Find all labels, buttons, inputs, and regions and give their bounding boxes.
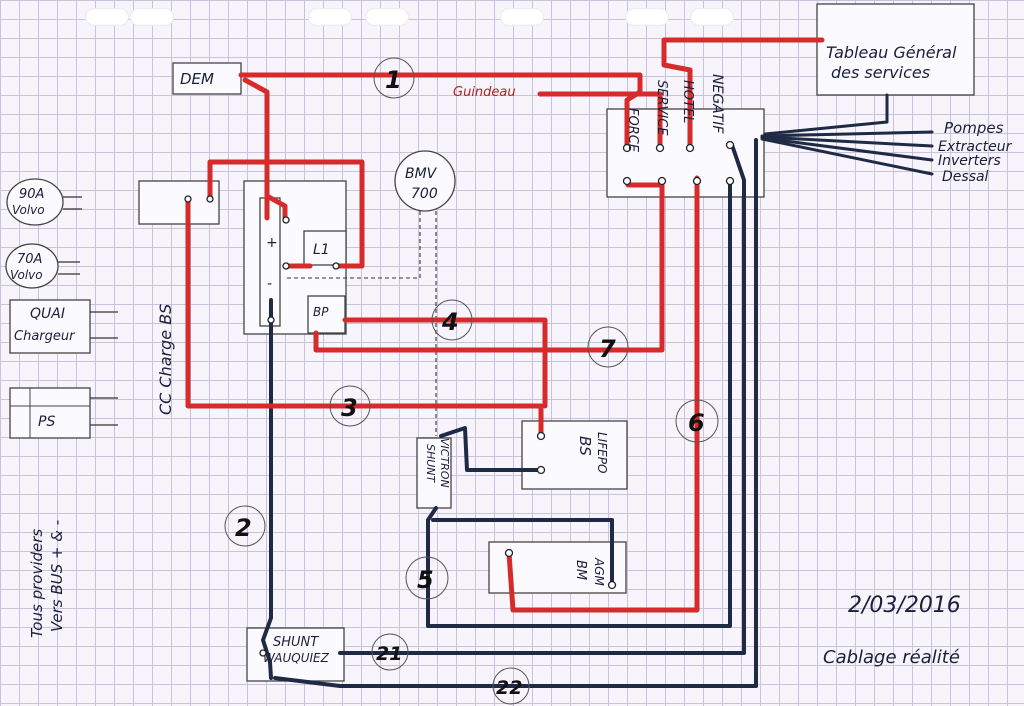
- ps-label: PS: [38, 414, 55, 430]
- binder-hole: [625, 8, 669, 26]
- cable-22-path: [273, 138, 758, 688]
- cable-2-path: [261, 298, 273, 680]
- bs-lifepo-battery: [521, 420, 628, 490]
- quai-line2: Chargeur: [14, 329, 76, 344]
- caption-label: Cablage réalité: [823, 647, 960, 668]
- date-label: 2/03/2016: [848, 593, 961, 618]
- bp-label: BP: [313, 305, 329, 319]
- alternator-90a: [6, 178, 64, 226]
- cable-number-2: 2: [235, 514, 252, 542]
- load-dessal: Dessal: [942, 169, 989, 185]
- cable-number-22: 22: [496, 677, 522, 699]
- bmv-700-monitor: [394, 150, 456, 212]
- cable-number-21: 21: [376, 643, 402, 665]
- cable-3-path: [185, 195, 544, 439]
- cable-number-markers: 1 2 3 4 5 6 7 21 22: [224, 57, 719, 705]
- l1-label: L1: [313, 242, 330, 258]
- cable-6-path: [506, 175, 700, 613]
- hotel-label: HOTEL: [680, 80, 695, 123]
- shunt-wauquiez-line2: WAUQUIEZ: [263, 651, 330, 665]
- load-extracteur: Extracteur: [938, 139, 1013, 155]
- cc-charge-label: CC Charge BS: [156, 304, 175, 415]
- charger-1-line1: 90A: [19, 187, 44, 202]
- shunt-wauquiez-line1: SHUNT: [273, 635, 319, 650]
- binder-hole: [500, 8, 544, 26]
- dem-bus-path: [242, 77, 270, 221]
- shunt-victron-line1: SHUNT: [424, 444, 437, 484]
- binder-hole: [308, 8, 352, 26]
- distribution-bus-box: [606, 108, 765, 198]
- quai-line1: QUAI: [30, 306, 65, 322]
- cable-1-path: [238, 72, 643, 151]
- cc-charger-box: [138, 180, 220, 225]
- cable-4-path: [342, 317, 548, 409]
- cable-number-4: 4: [441, 308, 459, 336]
- positive-cables: [185, 37, 825, 613]
- bmv-sense-wires: [286, 211, 437, 436]
- cable-5-path: [426, 178, 732, 628]
- cable-number-7: 7: [599, 335, 616, 363]
- bs-line2: LIFEPO: [595, 432, 609, 473]
- cable-number-6: 6: [688, 409, 705, 437]
- bp-box: [307, 295, 346, 334]
- force-label: FORCE: [625, 108, 640, 153]
- alternator-70a: [5, 243, 59, 289]
- bmv-line1: BMV: [405, 166, 438, 182]
- tableau-positive-path: [661, 37, 825, 151]
- ps-box: [9, 387, 91, 439]
- dem-label: DEM: [180, 70, 214, 88]
- l1-box: [303, 230, 347, 266]
- side-note-line1: Tous providers: [28, 529, 46, 638]
- side-note-line2: Vers BUS + & -: [48, 520, 66, 632]
- load-pompes: Pompes: [944, 119, 1004, 137]
- binder-hole: [365, 8, 409, 26]
- bm-line1: BM: [573, 560, 588, 580]
- tableau-general-box: [816, 3, 975, 96]
- cable-shunt-bs-path: [439, 426, 543, 472]
- cable-number-3: 3: [341, 394, 358, 422]
- bm-line2: AGM: [592, 557, 606, 587]
- negative-cables: [261, 93, 934, 688]
- shunt-victron-box: [416, 437, 452, 509]
- tableau-line2: des services: [831, 63, 930, 82]
- terminal-dots: [184, 140, 735, 657]
- dem-box: [172, 62, 242, 95]
- quai-charger-box: [9, 299, 91, 354]
- plus-terminal-label: +: [266, 235, 278, 251]
- charger-2-line1: 70A: [17, 252, 42, 267]
- binder-hole: [130, 8, 174, 26]
- charger-1-line2: Volvo: [12, 203, 45, 217]
- cable-21-path: [338, 143, 746, 655]
- guindeau-label: Guindeau: [453, 85, 516, 100]
- load-inverters: Inverters: [938, 153, 1001, 169]
- tableau-line1: Tableau Général: [826, 43, 957, 62]
- binder-hole: [85, 8, 129, 26]
- service-label: SERVICE: [654, 80, 669, 136]
- bs-line1: BS: [576, 436, 594, 456]
- cable-number-5: 5: [417, 566, 434, 594]
- binder-hole: [690, 8, 734, 26]
- l1-connection-path: [207, 159, 365, 269]
- cable-number-1: 1: [385, 66, 402, 94]
- guindeau-path: [537, 91, 663, 151]
- negatif-label: NEGATIF: [709, 74, 725, 134]
- bmv-line2: 700: [411, 186, 438, 202]
- cable-shunt-bm-path: [431, 518, 614, 587]
- shunt-victron-line2: VICTRON: [438, 438, 451, 488]
- charger-2-line2: Volvo: [10, 268, 43, 282]
- minus-terminal-label: -: [267, 276, 272, 292]
- tableau-negative-path: [763, 93, 889, 136]
- cable-7-path: [313, 182, 665, 353]
